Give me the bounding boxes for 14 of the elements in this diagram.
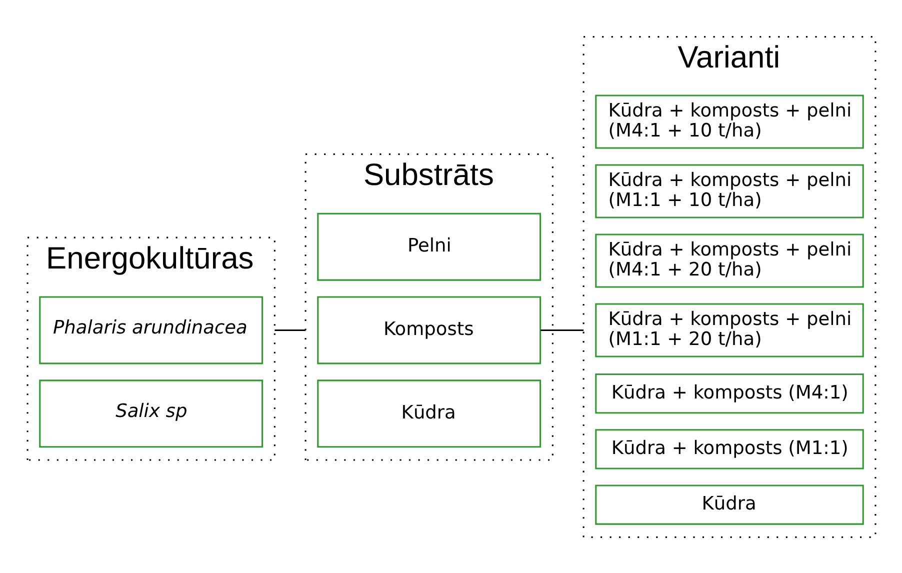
node-box: Kūdra + komposts + pelni (M1:1 + 20 t/ha) [594, 302, 864, 357]
node-box: Kūdra [316, 379, 541, 448]
node-box: Phalaris arundinacea [38, 296, 263, 364]
node-box: Salix sp [38, 379, 263, 448]
node-box: Kūdra + komposts + pelni (M4:1 + 10 t/ha) [594, 94, 864, 148]
node-box: Pelni [316, 212, 541, 280]
connector [540, 328, 584, 331]
node-box: Kūdra + komposts (M1:1) [594, 428, 864, 469]
connector [274, 328, 306, 331]
node-box: Kūdra + komposts + pelni (M4:1 + 20 t/ha) [594, 233, 864, 288]
node-box: Komposts [316, 296, 541, 364]
node-box: Kūdra + komposts + pelni (M1:1 + 10 t/ha) [594, 164, 864, 218]
node-box: Kūdra + komposts (M4:1) [594, 373, 864, 414]
node-box: Kūdra [594, 484, 864, 524]
